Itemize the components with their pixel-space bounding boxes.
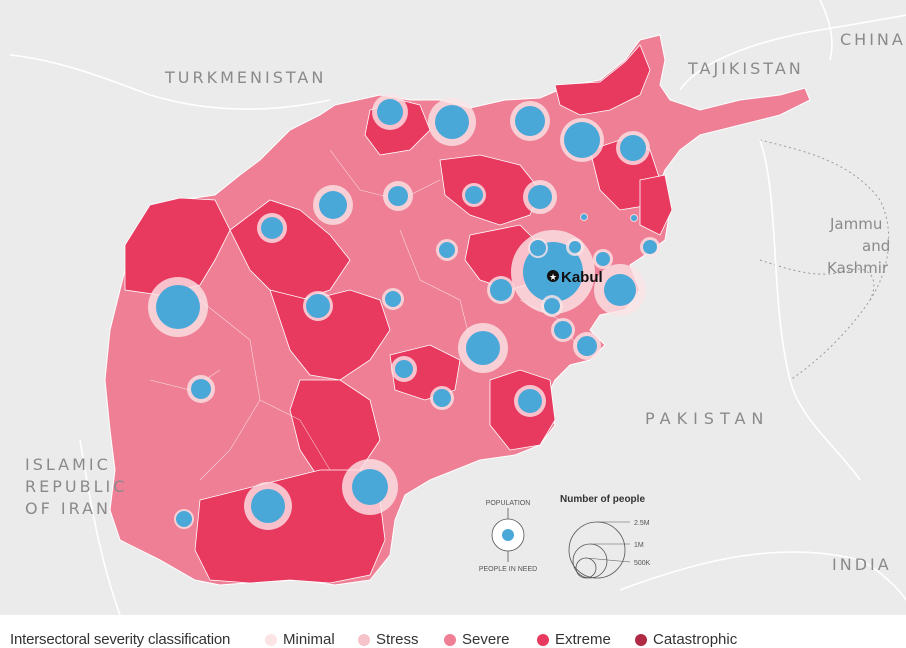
- legend-need-label: PEOPLE IN NEED: [479, 566, 537, 573]
- people-in-need-bubble: [515, 106, 545, 136]
- legend-tick-1m: 1M: [634, 542, 644, 549]
- label-kashmir: Kashmir: [827, 259, 889, 277]
- people-in-need-bubble: [581, 214, 587, 220]
- severity-legend-title: Intersectoral severity classification: [10, 631, 231, 648]
- people-in-need-bubble: [643, 240, 657, 254]
- label-india: INDIA: [832, 555, 892, 574]
- legend-dot-extreme: [537, 633, 549, 646]
- label-china: CHINA: [840, 30, 906, 49]
- legend-dot-minimal: [265, 633, 277, 646]
- people-in-need-bubble: [490, 279, 512, 301]
- label-iran-2: REPUBLIC: [25, 477, 127, 496]
- legend-item-minimal: Minimal: [265, 631, 335, 648]
- capital-marker: ★ Kabul: [547, 269, 603, 286]
- afghanistan-map: TURKMENISTAN TAJIKISTAN CHINA Jammu and …: [0, 0, 906, 615]
- extreme-regions: [124, 44, 673, 584]
- people-in-need-bubble: [251, 489, 285, 523]
- legend-population-label: POPULATION: [486, 500, 531, 507]
- people-in-need-bubble: [528, 185, 552, 209]
- legend-item-catastrophic: Catastrophic: [635, 631, 737, 648]
- people-in-need-bubble: [435, 105, 469, 139]
- capital-star-icon: [547, 270, 559, 282]
- people-in-need-bubble: [385, 291, 401, 307]
- people-in-need-bubble: [554, 321, 572, 339]
- legend-item-stress: Stress: [358, 631, 419, 648]
- people-in-need-bubble: [569, 241, 581, 253]
- country-borders: [9, 0, 906, 615]
- label-jammu: Jammu: [829, 215, 882, 233]
- legend-tick-2-5m: 2.5M: [634, 520, 650, 527]
- label-turkmenistan: TURKMENISTAN: [164, 68, 326, 87]
- people-in-need-bubble: [319, 191, 347, 219]
- people-in-need-bubble: [577, 336, 597, 356]
- people-in-need-bubble: [156, 285, 200, 329]
- people-in-need-bubble: [564, 122, 600, 158]
- people-in-need-bubble: [530, 240, 546, 256]
- people-in-need-bubble: [631, 215, 637, 221]
- people-in-need-bubble: [191, 379, 211, 399]
- severity-legend: Intersectoral severity classification Mi…: [0, 615, 906, 648]
- people-in-need-bubble: [465, 186, 483, 204]
- legend-dot-severe: [444, 633, 456, 646]
- capital-label: Kabul: [561, 269, 603, 286]
- legend-item-extreme: Extreme: [537, 631, 611, 648]
- people-in-need-bubble: [620, 135, 646, 161]
- people-in-need-bubble: [466, 331, 500, 365]
- people-in-need-bubble: [604, 274, 636, 306]
- people-in-need-bubble: [439, 242, 455, 258]
- label-iran-3: OF IRAN: [25, 499, 111, 518]
- label-jammu-and: and: [862, 237, 890, 255]
- people-in-need-bubble: [176, 511, 192, 527]
- people-in-need-bubble: [388, 186, 408, 206]
- people-in-need-bubble: [518, 389, 542, 413]
- label-iran-1: ISLAMIC: [25, 455, 111, 474]
- svg-text:★: ★: [549, 273, 557, 283]
- people-in-need-bubble: [306, 294, 330, 318]
- legend-item-severe: Severe: [444, 631, 510, 648]
- legend-dot-catastrophic: [635, 633, 647, 646]
- disputed-borders: [759, 139, 890, 381]
- people-in-need-bubble: [596, 252, 610, 266]
- label-tajikistan: TAJIKISTAN: [687, 59, 804, 78]
- people-in-need-bubble: [377, 99, 403, 125]
- label-pakistan: PAKISTAN: [645, 409, 769, 428]
- people-in-need-bubble: [544, 298, 560, 314]
- people-in-need-bubble: [261, 217, 283, 239]
- size-legend: POPULATION PEOPLE IN NEED Number of peop…: [479, 494, 651, 579]
- legend-need-circle: [502, 529, 514, 541]
- people-in-need-bubble: [433, 389, 451, 407]
- province-bubbles: [148, 94, 660, 530]
- legend-dot-stress: [358, 633, 370, 646]
- legend-tick-500k: 500K: [634, 560, 651, 567]
- people-in-need-bubble: [395, 360, 413, 378]
- legend-number-title: Number of people: [560, 494, 645, 505]
- people-in-need-bubble: [352, 469, 388, 505]
